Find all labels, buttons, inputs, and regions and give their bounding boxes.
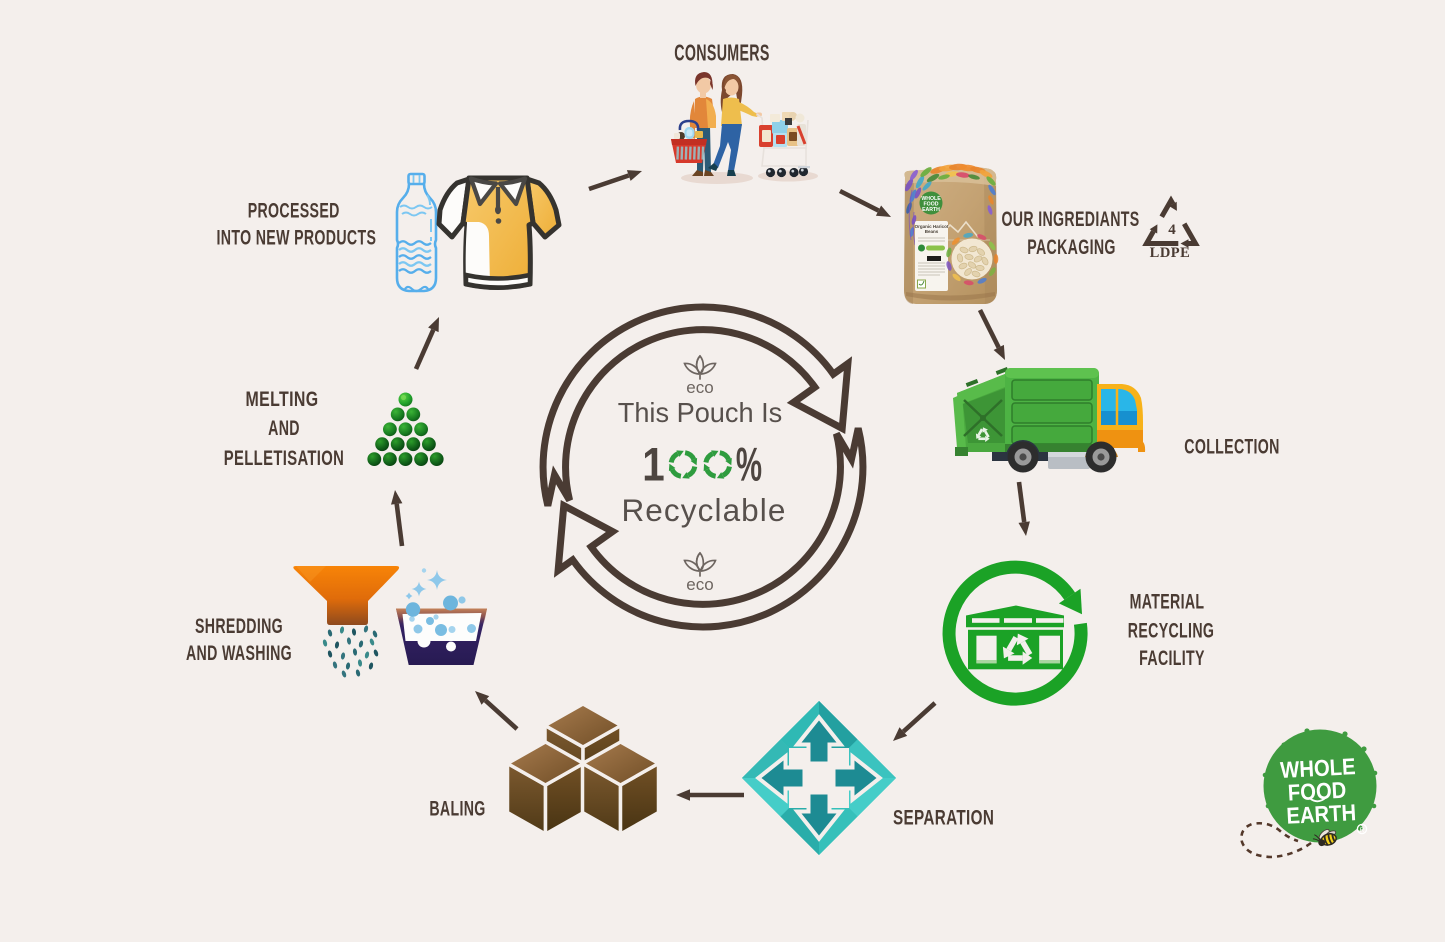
svg-text:CONSUMERS: CONSUMERS xyxy=(674,41,769,66)
svg-text:INTO NEW PRODUCTS: INTO NEW PRODUCTS xyxy=(217,226,377,250)
svg-text:%: % xyxy=(736,438,762,491)
svg-text:1: 1 xyxy=(642,438,664,491)
svg-text:eco: eco xyxy=(686,575,713,594)
svg-text:Organic Haricot: Organic Haricot xyxy=(915,224,949,229)
svg-text:COLLECTION: COLLECTION xyxy=(1184,435,1279,459)
svg-text:Recyclable: Recyclable xyxy=(621,492,786,528)
svg-text:AND WASHING: AND WASHING xyxy=(186,641,292,665)
svg-text:BALING: BALING xyxy=(429,797,485,821)
svg-text:FACILITY: FACILITY xyxy=(1139,646,1205,670)
svg-text:R: R xyxy=(1360,827,1365,834)
svg-text:SHREDDING: SHREDDING xyxy=(195,614,283,638)
svg-text:WHOLE: WHOLE xyxy=(921,196,941,202)
svg-text:MELTING: MELTING xyxy=(246,388,319,412)
svg-text:Beans: Beans xyxy=(925,229,939,234)
svg-text:RECYCLING: RECYCLING xyxy=(1128,619,1214,643)
svg-text:OUR INGREDIANTS: OUR INGREDIANTS xyxy=(1001,207,1139,231)
svg-text:eco: eco xyxy=(686,378,713,397)
svg-text:EARTH: EARTH xyxy=(1286,799,1357,829)
svg-text:SEPARATION: SEPARATION xyxy=(893,805,994,829)
svg-text:LDPE: LDPE xyxy=(1150,245,1191,261)
svg-text:PACKAGING: PACKAGING xyxy=(1027,235,1116,259)
svg-text:WHOLE: WHOLE xyxy=(1280,753,1357,783)
svg-text:PROCESSED: PROCESSED xyxy=(248,199,340,223)
svg-text:PELLETISATION: PELLETISATION xyxy=(224,445,344,469)
svg-text:AND: AND xyxy=(268,416,300,440)
svg-text:MATERIAL: MATERIAL xyxy=(1130,590,1205,614)
svg-text:This Pouch Is: This Pouch Is xyxy=(618,397,783,428)
svg-text:FOOD: FOOD xyxy=(924,202,939,208)
svg-text:4: 4 xyxy=(1168,222,1176,238)
svg-text:EARTH: EARTH xyxy=(922,207,940,213)
